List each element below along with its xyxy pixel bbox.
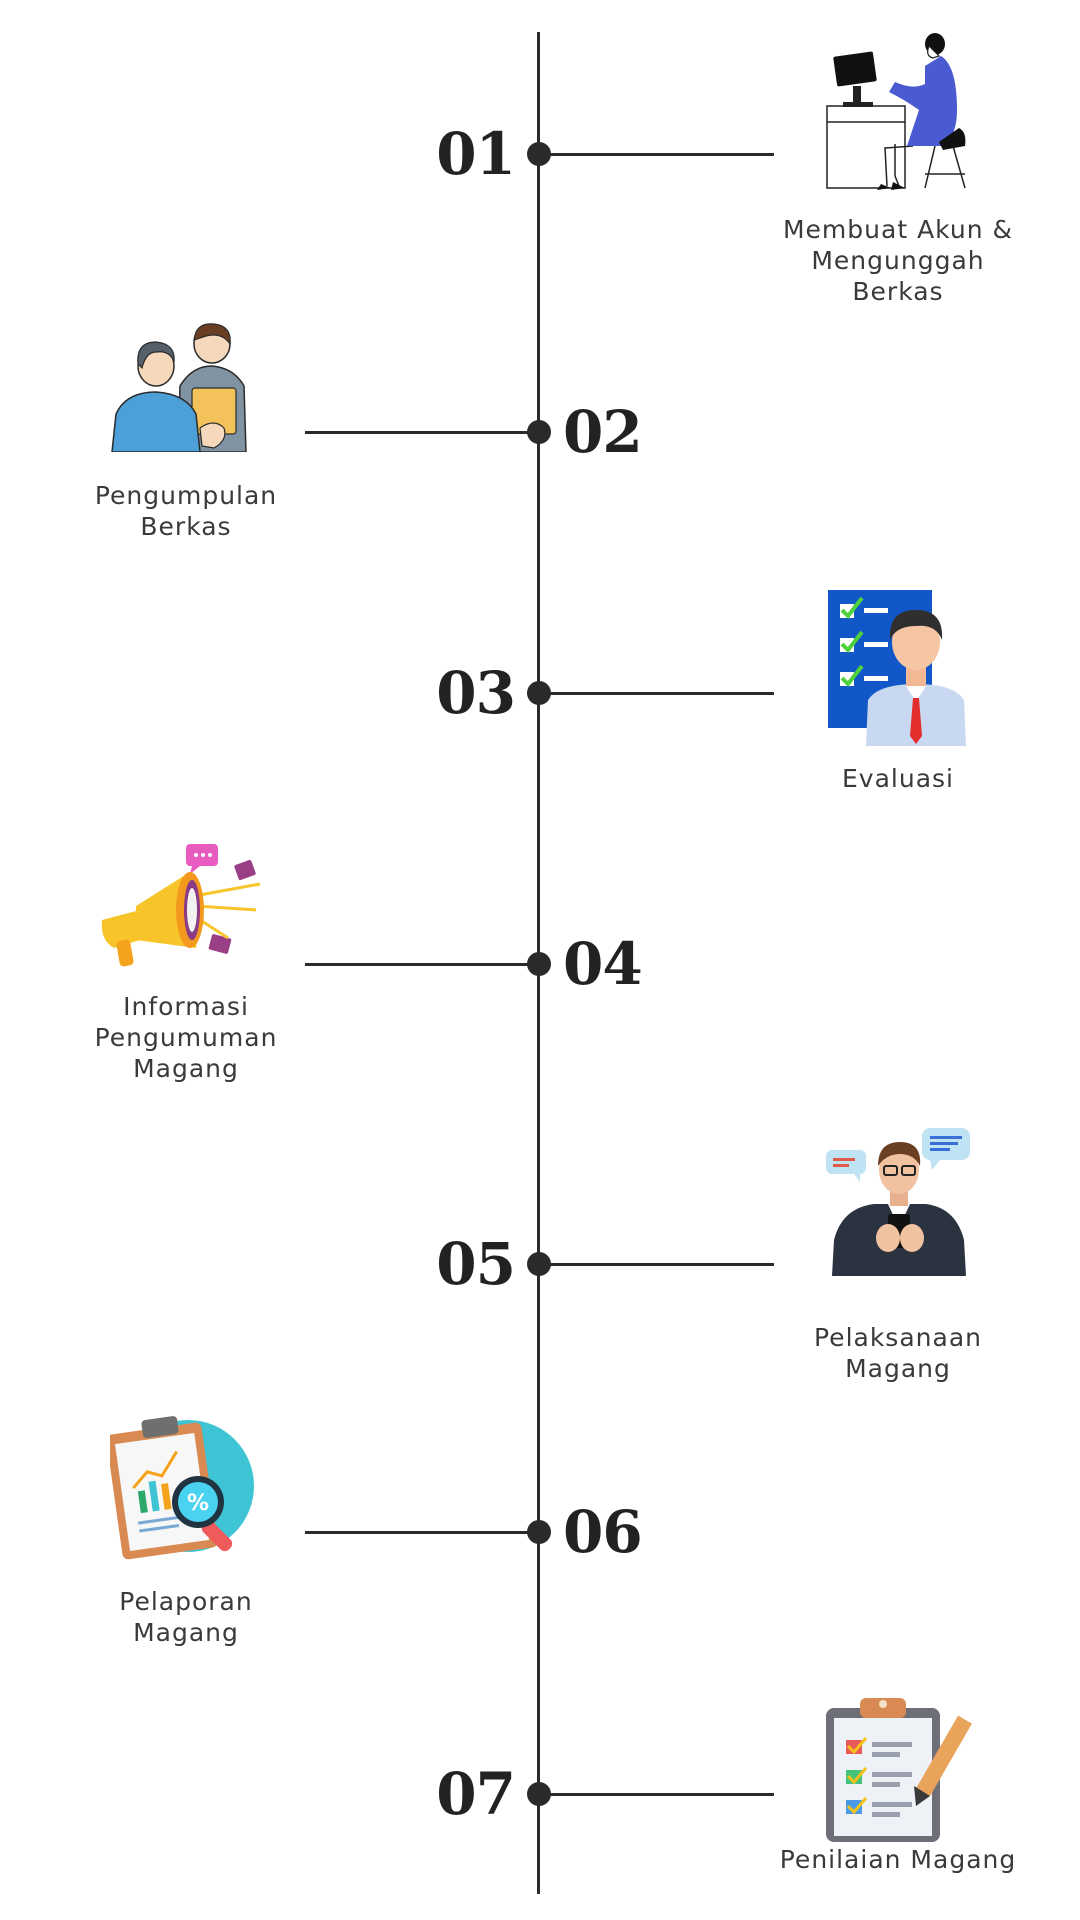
step-connector <box>539 1792 774 1796</box>
checklist-evaluator-icon <box>828 590 966 746</box>
step-label: Pelaksanaan Magang <box>814 1323 982 1383</box>
step-number: 01 <box>436 120 516 188</box>
step-label: Evaluasi <box>842 764 954 793</box>
timeline-node <box>527 1520 551 1544</box>
timeline-node <box>527 952 551 976</box>
step-label: Informasi Pengumuman Magang <box>94 992 278 1083</box>
svg-text:%: % <box>187 1491 209 1516</box>
timeline-node <box>527 142 551 166</box>
step-connector <box>539 691 774 695</box>
report-clipboard-magnifier-icon: % <box>110 1416 254 1560</box>
step-connector <box>305 1530 540 1534</box>
step-number: 07 <box>436 1760 516 1828</box>
step-number: 04 <box>563 930 643 998</box>
step-connector <box>305 430 540 434</box>
step-label: Pengumpulan Berkas <box>94 481 278 541</box>
timeline-node <box>527 1252 551 1276</box>
timeline-node <box>527 681 551 705</box>
step-connector <box>539 1262 774 1266</box>
person-at-computer-icon <box>826 33 966 190</box>
timeline-node <box>527 420 551 444</box>
step-number: 03 <box>436 659 516 727</box>
clipboard-checklist-pencil-icon <box>826 1698 972 1842</box>
step-label: Penilaian Magang <box>779 1845 1017 1874</box>
man-with-phone-chat-icon <box>826 1128 970 1276</box>
timeline-node <box>527 1782 551 1806</box>
step-number: 02 <box>563 398 643 466</box>
step-label: Membuat Akun & Mengunggah Berkas <box>782 215 1014 306</box>
step-connector <box>539 152 774 156</box>
two-people-documents-icon <box>111 323 247 452</box>
megaphone-icon <box>101 844 261 967</box>
step-number: 06 <box>563 1498 643 1566</box>
step-label: Pelaporan Magang <box>119 1587 253 1647</box>
step-number: 05 <box>436 1230 516 1298</box>
step-connector <box>305 962 540 966</box>
